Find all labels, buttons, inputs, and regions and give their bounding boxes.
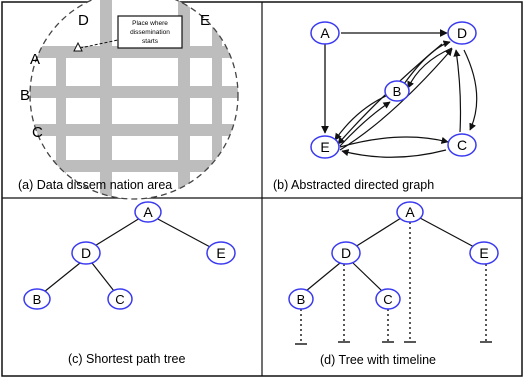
area-boundary-circle: [29, 0, 239, 200]
tree-node-a-label: A: [143, 204, 153, 220]
timelines: [295, 222, 492, 345]
tree-node-e-label: E: [216, 245, 225, 261]
graph-node-a: [310, 21, 340, 45]
street-label-c: C: [32, 124, 43, 141]
caption-c: (c) Shortest path tree: [68, 352, 185, 366]
tree-node-a: [134, 201, 162, 223]
tree-node-d: [71, 241, 101, 265]
timeline-node-d: [331, 241, 361, 265]
panel-a-map: Place where dissemination starts D E A B…: [18, 0, 239, 200]
tree-node-c: [107, 288, 133, 310]
timeline-node-e: [469, 241, 499, 265]
street-label-a: A: [30, 51, 40, 68]
tree-edge-d-c: [91, 262, 115, 292]
tree-edge-a-d: [92, 217, 141, 248]
edge-c-d: [453, 49, 462, 133]
tree-edge-a-e: [155, 217, 213, 249]
caption-b: (b) Abstracted directed graph: [273, 178, 434, 192]
timeline-edge-d-b: [305, 262, 341, 292]
graph-node-e: [310, 135, 340, 159]
street-label-e: E: [200, 12, 210, 29]
tree-node-e: [206, 241, 236, 265]
timeline-node-d-label: D: [341, 245, 351, 261]
timeline-node-a-label: A: [405, 204, 415, 220]
edge-b-e: [334, 95, 387, 141]
timeline-node-e-label: E: [479, 245, 488, 261]
origin-box-line-3: starts: [142, 38, 159, 45]
timeline-node-a: [396, 201, 424, 223]
panel-b-graph: A D B E C (b) Abstracted directed graph: [273, 21, 478, 192]
caption-d: (d) Tree with timeline: [320, 353, 436, 367]
street-label-d: D: [78, 12, 89, 29]
graph-node-d: [447, 21, 477, 45]
tree-node-c-label: C: [115, 292, 124, 307]
graph-node-b-label: B: [393, 84, 402, 99]
timeline-node-c: [375, 288, 401, 310]
graph-node-b: [384, 80, 410, 102]
panel-d-timeline-tree: A D E B C (d) Tree with timeline: [288, 201, 499, 367]
origin-box: [117, 15, 183, 49]
origin-pointer: [79, 39, 119, 49]
tree-node-d-label: D: [81, 245, 91, 261]
timeline-node-c-label: C: [383, 292, 392, 307]
graph-node-e-label: E: [320, 139, 329, 155]
edge-d-c: [463, 49, 478, 131]
origin-triangle-icon: [73, 41, 83, 52]
edge-c-e: [341, 149, 447, 158]
edge-e-c: [339, 136, 449, 148]
street-label-b: B: [20, 87, 30, 104]
graph-node-c-label: C: [457, 137, 467, 153]
tree-node-b-label: B: [33, 292, 42, 307]
tree-node-b: [23, 288, 51, 310]
origin-box-line-2: dissemination: [130, 29, 170, 36]
timeline-edge-a-d: [354, 217, 402, 248]
edge-d-e: [337, 43, 443, 145]
tree-edge-d-b: [43, 262, 81, 293]
caption-a: (a) Data dissem nation area: [18, 178, 172, 192]
graph-node-d-label: D: [457, 25, 467, 41]
timeline-edge-d-c: [352, 262, 383, 292]
edge-e-d: [339, 48, 453, 151]
graph-node-a-label: A: [320, 25, 330, 41]
timeline-edge-a-e: [419, 217, 477, 249]
origin-box-line-1: Place where: [132, 20, 168, 27]
timeline-node-b-label: B: [297, 292, 306, 307]
panel-c-tree: A D E B C (c) Shortest path tree: [23, 201, 236, 366]
timeline-node-b: [288, 288, 314, 310]
graph-node-c: [447, 133, 477, 157]
